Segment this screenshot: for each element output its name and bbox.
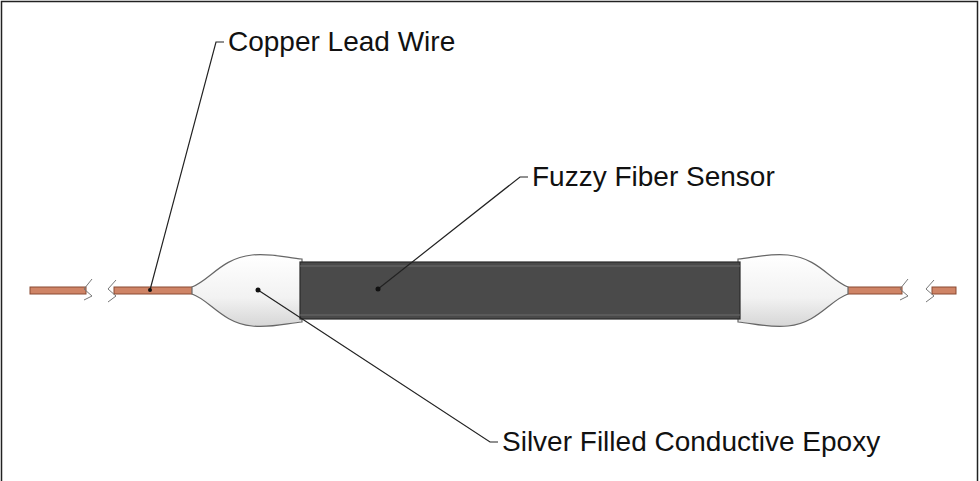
leader-line	[378, 177, 528, 289]
leader-line	[150, 42, 224, 290]
sensor-edge	[300, 266, 740, 267]
leader-line	[258, 290, 498, 442]
copper-wire	[932, 287, 956, 294]
leader-dot	[148, 288, 152, 292]
callout-label: Copper Lead Wire	[228, 27, 455, 58]
break-symbol	[108, 280, 116, 302]
copper-wire	[844, 287, 902, 294]
break-symbol	[84, 279, 92, 300]
break-symbol	[926, 280, 934, 302]
epoxy-blob	[192, 255, 302, 327]
epoxy-blob	[738, 255, 848, 327]
callout-label: Silver Filled Conductive Epoxy	[502, 427, 880, 458]
callout-label: Fuzzy Fiber Sensor	[532, 162, 775, 193]
sensor-edge	[300, 315, 740, 316]
copper-wire	[114, 287, 196, 294]
sensor-body	[300, 262, 740, 319]
copper-wire	[30, 287, 86, 294]
break-symbol	[900, 279, 908, 300]
leader-dot	[376, 287, 381, 292]
leader-dot	[256, 288, 261, 293]
